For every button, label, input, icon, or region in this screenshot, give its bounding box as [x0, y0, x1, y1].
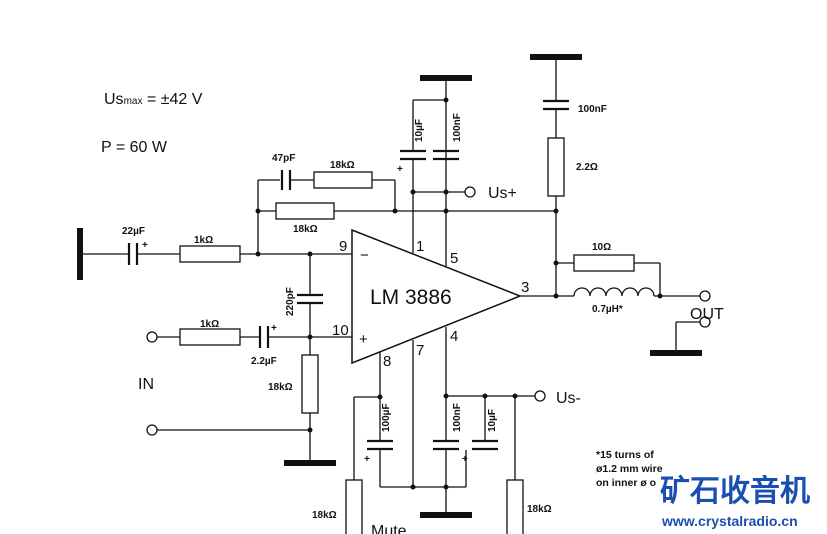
label-c-10u-top: 10µF [414, 119, 425, 142]
node-fb-join [392, 208, 398, 214]
pin-3: 3 [521, 279, 529, 296]
out-gnd-terminal[interactable] [699, 316, 711, 328]
power-rating: P = 60 W [101, 139, 168, 156]
node-vpos-a [410, 189, 416, 195]
pin-7: 7 [416, 342, 424, 359]
node-vneg-a [443, 393, 449, 399]
node-out-right [657, 293, 663, 299]
plus-c-in: + [142, 240, 148, 251]
label-c-220p: 220pF [285, 287, 296, 316]
r-in2-body [179, 328, 241, 346]
label-r-18k-bot: 18kΩ [527, 504, 552, 515]
label-c-100n-top: 100nF [452, 113, 463, 142]
label-r-in: 1kΩ [194, 235, 213, 246]
label-r-18k-mute: 18kΩ [312, 510, 337, 521]
node-pin7-gnd [410, 484, 416, 490]
label-c-47p: 47pF [272, 153, 295, 164]
vneg-terminal[interactable] [534, 390, 546, 402]
l-out-coil [573, 287, 655, 297]
node-vpos-b [443, 189, 449, 195]
mute-label: Mute [371, 523, 407, 534]
lm3886-chip [351, 228, 523, 365]
label-r-fb2: 18kΩ [293, 224, 318, 235]
coil-note-2: ø1.2 mm wire [596, 463, 663, 475]
node-10r [553, 260, 559, 266]
watermark-url: www.crystalradio.cn [661, 513, 798, 529]
r-18k-gnd-body [301, 354, 319, 414]
label-r-in2: 1kΩ [200, 319, 219, 330]
label-l-out: 0.7µH* [592, 304, 623, 315]
node-pin5-fb [443, 208, 449, 214]
coil-note-1: *15 turns of [596, 449, 654, 461]
supply-max: Usmax = ±42 V [104, 91, 203, 108]
out-terminal[interactable] [699, 290, 711, 302]
r-10r-body [573, 254, 635, 272]
node-top-caps [443, 97, 449, 103]
in-terminal-bottom[interactable] [146, 424, 158, 436]
input-label: IN [138, 376, 154, 393]
label-c-100n-bot: 100nF [452, 403, 463, 432]
label-c-2u2: 2.2µF [251, 356, 277, 367]
vpos-label: Us+ [488, 185, 517, 202]
vpos-terminal[interactable] [464, 186, 476, 198]
chip-minus: − [360, 247, 369, 264]
r-in-body [179, 245, 241, 263]
r-fb1-body [313, 171, 373, 189]
watermark-cn: 矿石收音机 [660, 474, 810, 508]
pin-1: 1 [416, 238, 424, 255]
label-c-10u-bot: 10µF [487, 409, 498, 432]
in-terminal-top[interactable] [146, 331, 158, 343]
chip-plus: + [359, 331, 368, 348]
pin-8: 8 [383, 353, 391, 370]
pin-4: 4 [450, 328, 458, 345]
plus-c-2u2: + [271, 323, 277, 334]
coil-note-3: on inner ø o [596, 477, 656, 489]
node-pin8 [377, 394, 383, 400]
plus-c-10u-bot: + [462, 454, 468, 465]
r-2r2-body [547, 137, 565, 197]
r-18k-bot-body [506, 479, 524, 534]
node-in-return [307, 427, 313, 433]
label-c-100u-mute: 100µF [381, 403, 392, 432]
pin-10: 10 [332, 322, 349, 339]
label-c-in: 22µF [122, 226, 145, 237]
output-label: OUT [690, 306, 724, 323]
vneg-label: Us- [556, 390, 581, 407]
plus-c-10u-top: + [397, 164, 403, 175]
label-r-2r2: 2.2Ω [576, 162, 598, 173]
chip-label: LM 3886 [370, 286, 452, 309]
pin-5: 5 [450, 250, 458, 267]
plus-c-100u-mute: + [364, 454, 370, 465]
label-r-fb1: 18kΩ [330, 160, 355, 171]
r-fb2-body [275, 202, 335, 220]
r-18k-mute-body [345, 479, 363, 534]
label-r-18k-gnd: 18kΩ [268, 382, 293, 393]
node-fb2-left [255, 208, 261, 214]
label-c-100n-zobel: 100nF [578, 104, 607, 115]
pin-9: 9 [339, 238, 347, 255]
label-r-10r: 10Ω [592, 242, 611, 253]
